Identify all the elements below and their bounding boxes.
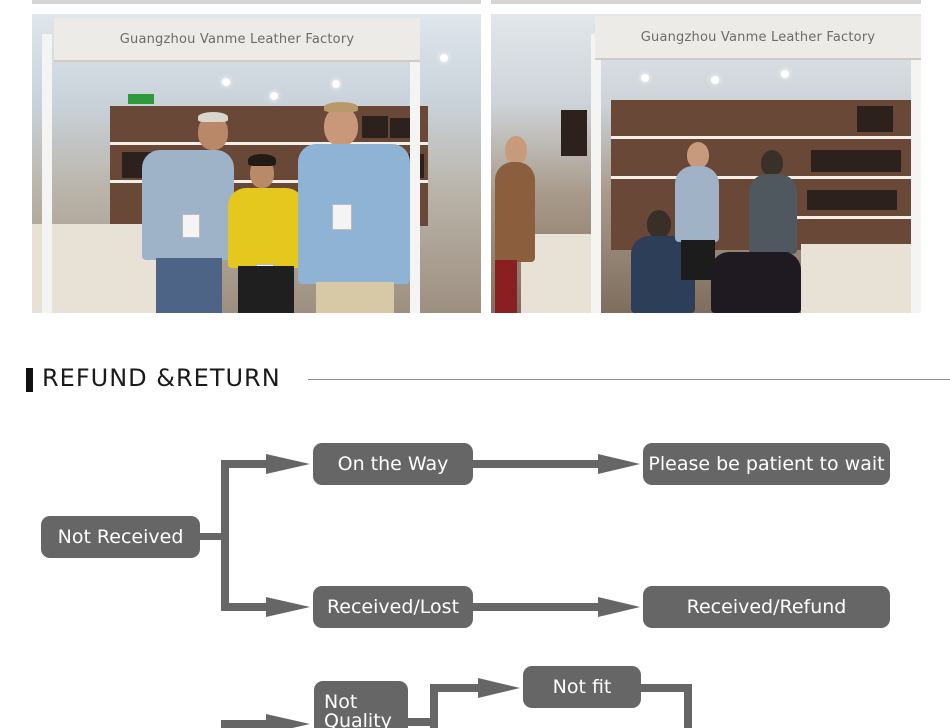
arrow-head bbox=[598, 597, 640, 617]
node-not-received: Not Received bbox=[41, 516, 200, 558]
display-shelf bbox=[110, 142, 428, 145]
connector-line bbox=[199, 533, 223, 540]
leather-box bbox=[811, 150, 901, 172]
node-not-quality: Not Quality bbox=[314, 681, 408, 728]
connector-line bbox=[684, 684, 692, 728]
booth-post bbox=[410, 34, 420, 313]
connector-line bbox=[406, 718, 438, 726]
booth-sign-left: Guangzhou Vanme Leather Factory bbox=[54, 18, 420, 62]
booth-post bbox=[591, 34, 601, 313]
connector-line bbox=[472, 460, 602, 468]
booth-post bbox=[42, 34, 52, 313]
arrow-head bbox=[478, 678, 520, 698]
connector-line bbox=[430, 684, 482, 692]
section-divider bbox=[308, 379, 950, 380]
connector-line bbox=[221, 720, 271, 728]
ceiling-light bbox=[440, 54, 448, 62]
connector-line bbox=[472, 603, 602, 611]
booth-post bbox=[911, 34, 921, 313]
connector-line bbox=[221, 460, 229, 610]
node-received-refund: Received/Refund bbox=[643, 586, 890, 628]
leather-box bbox=[390, 118, 410, 138]
arrow-head bbox=[598, 454, 640, 474]
node-please-wait: Please be patient to wait bbox=[643, 443, 890, 485]
photo-top-edge bbox=[491, 0, 921, 4]
leather-box bbox=[857, 106, 893, 132]
node-on-the-way: On the Way bbox=[313, 443, 473, 485]
ceiling-light bbox=[781, 70, 789, 78]
booth-sign-right: Guangzhou Vanme Leather Factory bbox=[595, 16, 921, 60]
ceiling-light bbox=[270, 92, 278, 100]
photo-top-edge bbox=[32, 0, 481, 4]
booth-photos: Guangzhou Vanme Leather Factory bbox=[0, 0, 950, 320]
booth-counter bbox=[801, 244, 921, 313]
connector-line bbox=[640, 684, 692, 692]
section-title-marker bbox=[26, 368, 33, 392]
display-shelf bbox=[791, 216, 921, 219]
booth-sign-text: Guangzhou Vanme Leather Factory bbox=[640, 29, 876, 45]
connector-line bbox=[221, 460, 271, 468]
node-received-lost: Received/Lost bbox=[313, 586, 473, 628]
node-not-fit: Not fit bbox=[523, 666, 641, 708]
exit-sign bbox=[128, 94, 154, 104]
ceiling-light bbox=[222, 78, 230, 86]
leather-box bbox=[362, 116, 388, 138]
section-title: REFUND &RETURN bbox=[42, 364, 281, 392]
display-shelf bbox=[611, 136, 921, 139]
leather-box bbox=[807, 190, 897, 210]
booth-photo-right: Guangzhou Vanme Leather Factory bbox=[491, 14, 921, 313]
ceiling-light bbox=[332, 80, 340, 88]
arrow-head bbox=[266, 714, 310, 728]
ceiling-light bbox=[641, 74, 649, 82]
booth-sign-text: Guangzhou Vanme Leather Factory bbox=[119, 31, 355, 47]
arrow-head bbox=[266, 454, 310, 474]
leather-box bbox=[561, 110, 587, 156]
arrow-head bbox=[266, 597, 310, 617]
booth-photo-left: Guangzhou Vanme Leather Factory bbox=[32, 14, 481, 313]
connector-line bbox=[430, 684, 438, 728]
connector-line bbox=[221, 603, 271, 611]
ceiling-light bbox=[711, 76, 719, 84]
